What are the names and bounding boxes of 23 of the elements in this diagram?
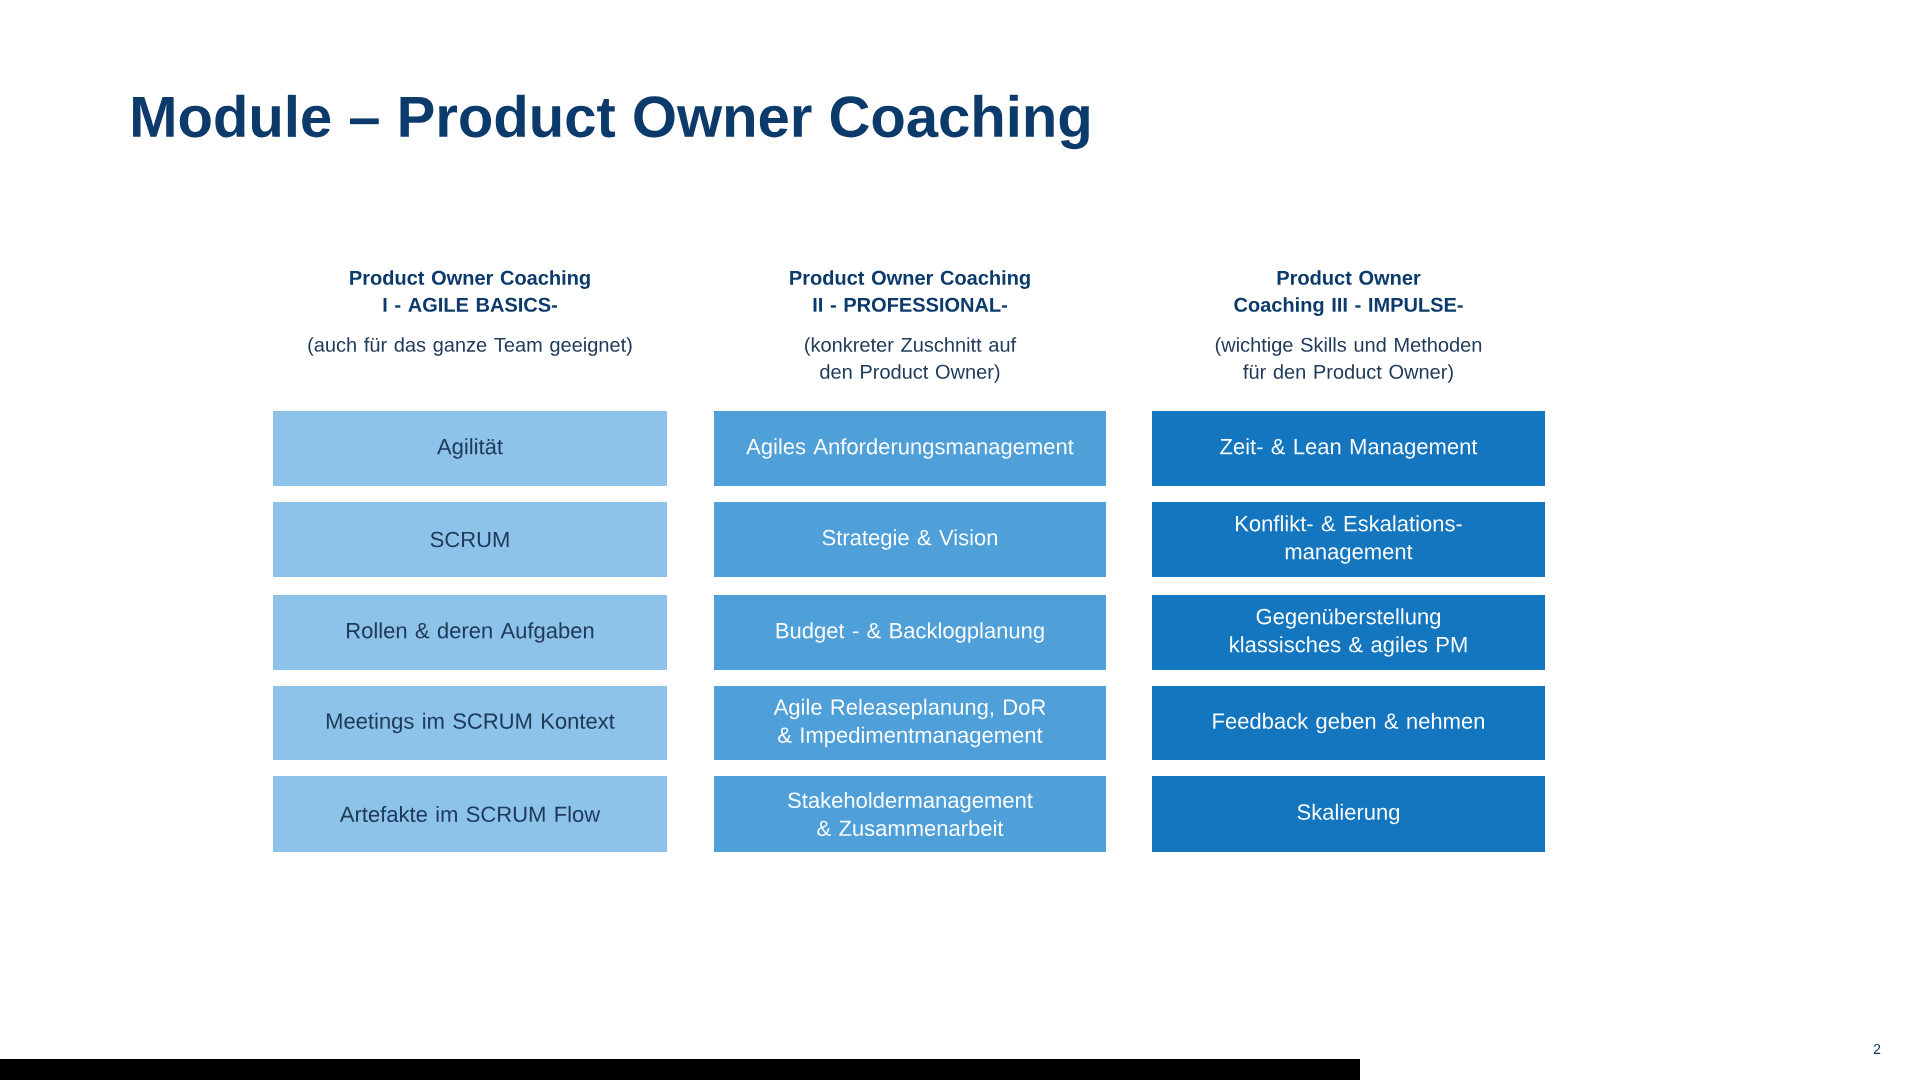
module-box: Rollen & deren Aufgaben — [273, 595, 667, 670]
module-box: Agile Releaseplanung, DoR & Impedimentmanagement — [714, 686, 1106, 760]
module-box: Artefakte im SCRUM Flow — [273, 776, 667, 852]
module-box: Agilität — [273, 411, 667, 486]
module-box: Agiles Anforderungsmanagement — [714, 411, 1106, 486]
module-box: Konflikt- & Eskalations- management — [1152, 502, 1545, 577]
column-subtitle: (auch für das ganze Team geeignet) — [308, 337, 632, 356]
title: Module – Product Owner Coaching — [133, 94, 1089, 150]
module-box: Budget - & Backlogplanung — [714, 595, 1106, 670]
column-subtitle: (konkreter Zuschnitt auf den Product Owner) — [805, 337, 1017, 383]
column-heading: Product Owner Coaching II - PROFESSIONAL- — [790, 270, 1030, 312]
module-box: Stakeholdermanagement & Zusammenarbeit — [714, 776, 1106, 852]
module-box: SCRUM — [273, 502, 667, 577]
module-box: Zeit- & Lean Management — [1152, 411, 1545, 486]
module-box: Gegenüberstellung klassisches & agiles PM — [1152, 595, 1545, 670]
module-box: Skalierung — [1152, 776, 1545, 852]
column-heading: Product Owner Coaching III - IMPULSE- — [1234, 270, 1463, 316]
column-heading: Product Owner Coaching I - AGILE BASICS- — [350, 270, 590, 312]
page-number: 2 — [1873, 1044, 1881, 1054]
module-box: Strategie & Vision — [714, 502, 1106, 577]
column-subtitle: (wichtige Skills und Methoden für den Product Owner) — [1215, 337, 1482, 383]
module-box: Meetings im SCRUM Kontext — [273, 686, 667, 760]
module-box: Feedback geben & nehmen — [1152, 686, 1545, 760]
